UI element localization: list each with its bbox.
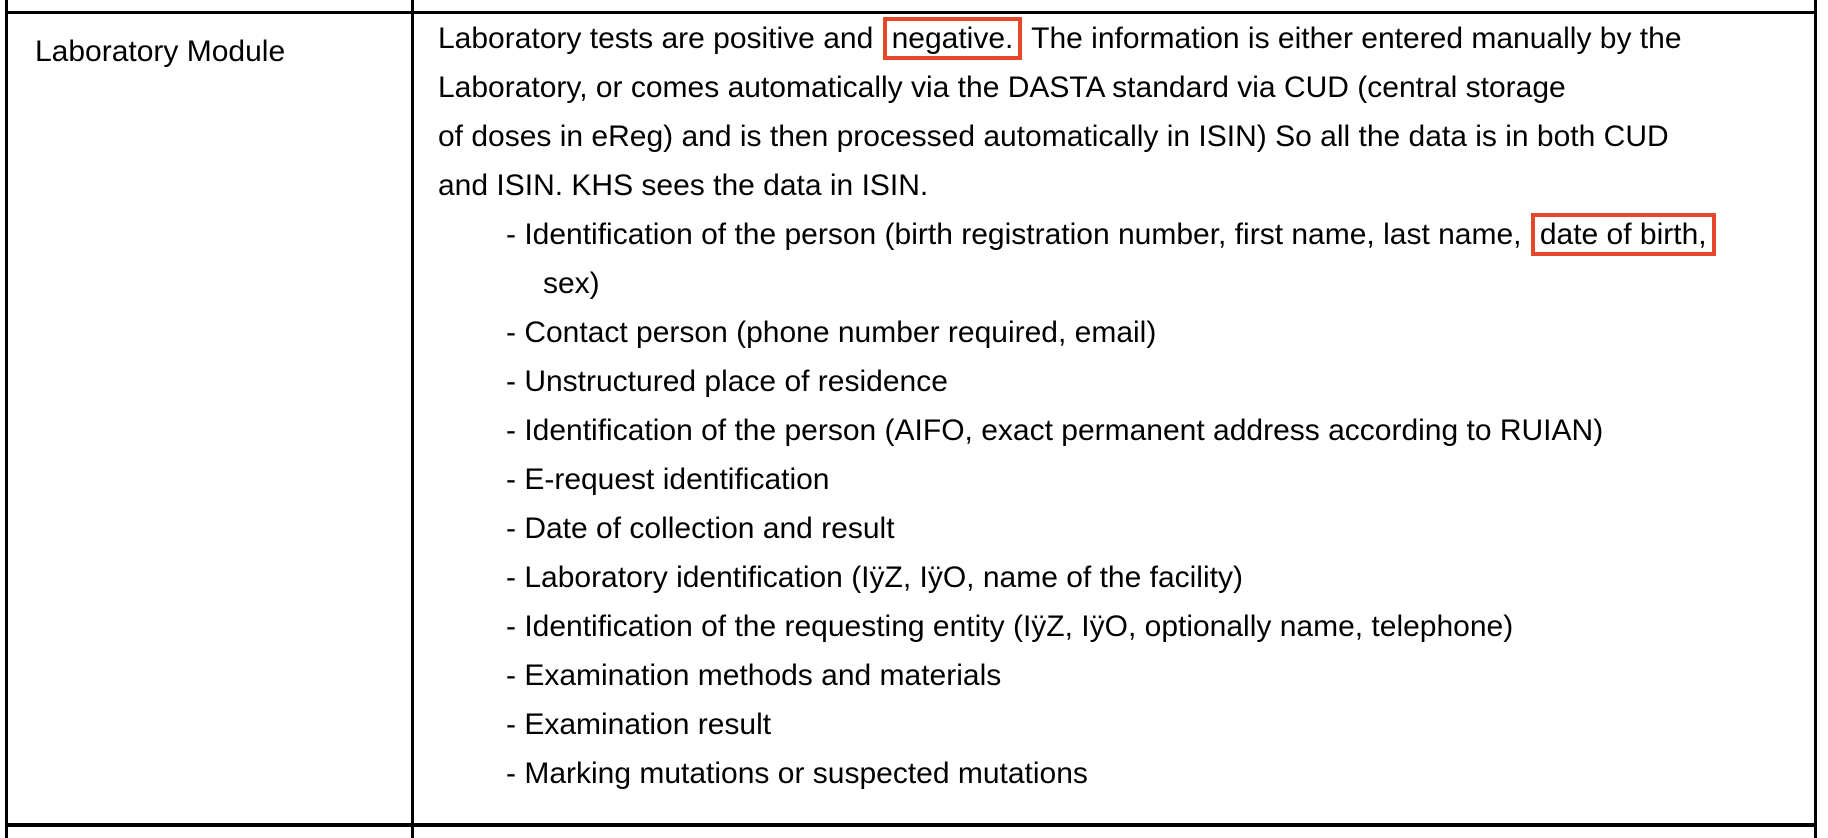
- bullet-item: - Laboratory identification (IÿZ, IÿO, n…: [506, 553, 1798, 602]
- bullet-continuation-line: sex): [543, 259, 1798, 308]
- paragraph-line: Laboratory, or comes automatically via t…: [438, 63, 1798, 112]
- module-title: Laboratory Module: [35, 35, 286, 68]
- bullet-item: - Examination result: [506, 700, 1798, 749]
- text-segment: - Examination result: [506, 708, 772, 741]
- table-row-laboratory-module: Laboratory Module Laboratory tests are p…: [8, 11, 1814, 827]
- text-segment: The information is either entered manual…: [1023, 22, 1682, 55]
- text-segment: - Identification of the person (birth re…: [506, 218, 1530, 251]
- paragraph-line: Laboratory tests are positive and negati…: [438, 14, 1798, 63]
- text-segment: - Identification of the person (AIFO, ex…: [506, 414, 1604, 447]
- document-table: Laboratory Module Laboratory tests are p…: [5, 0, 1817, 838]
- previous-row-right-cell: [414, 0, 1814, 11]
- bullet-item: - Unstructured place of residence: [506, 357, 1798, 406]
- text-segment: - Date of collection and result: [506, 512, 895, 545]
- bullet-item: - E-request identification: [506, 455, 1798, 504]
- module-description-cell: Laboratory tests are positive and negati…: [414, 14, 1814, 823]
- text-segment: of doses in eReg) and is then processed …: [438, 120, 1669, 153]
- bullet-item: - Date of collection and result: [506, 504, 1798, 553]
- next-row-right-cell: [414, 827, 1814, 838]
- module-name-cell: Laboratory Module: [8, 14, 414, 823]
- text-segment: - Marking mutations or suspected mutatio…: [506, 757, 1088, 790]
- text-segment: sex): [543, 267, 600, 300]
- table-row-previous-sliver: [8, 0, 1814, 11]
- table-row-next-sliver: [8, 827, 1814, 838]
- bullet-item: - Identification of the person (AIFO, ex…: [506, 406, 1798, 455]
- bullet-item: - Marking mutations or suspected mutatio…: [506, 749, 1798, 798]
- text-segment: and ISIN. KHS sees the data in ISIN.: [438, 169, 929, 202]
- text-segment: Laboratory tests are positive and: [438, 22, 882, 55]
- text-segment: Laboratory, or comes automatically via t…: [438, 71, 1566, 104]
- bullet-item: - Identification of the requesting entit…: [506, 602, 1798, 651]
- bullet-item: - Identification of the person (birth re…: [506, 210, 1798, 259]
- previous-row-left-cell: [8, 0, 414, 11]
- bullet-item: - Contact person (phone number required,…: [506, 308, 1798, 357]
- text-segment: - Laboratory identification (IÿZ, IÿO, n…: [506, 561, 1243, 594]
- text-segment: - Identification of the requesting entit…: [506, 610, 1514, 643]
- paragraph-line: and ISIN. KHS sees the data in ISIN.: [438, 161, 1798, 210]
- review-highlight-box: negative.: [882, 17, 1023, 60]
- text-segment: - E-request identification: [506, 463, 830, 496]
- next-row-left-cell: [8, 827, 414, 838]
- text-segment: - Unstructured place of residence: [506, 365, 948, 398]
- review-highlight-box: date of birth,: [1530, 213, 1716, 256]
- paragraph-line: of doses in eReg) and is then processed …: [438, 112, 1798, 161]
- bullet-item: - Examination methods and materials: [506, 651, 1798, 700]
- description-text-block: Laboratory tests are positive and negati…: [438, 14, 1798, 798]
- text-segment: - Contact person (phone number required,…: [506, 316, 1157, 349]
- text-segment: - Examination methods and materials: [506, 659, 1002, 692]
